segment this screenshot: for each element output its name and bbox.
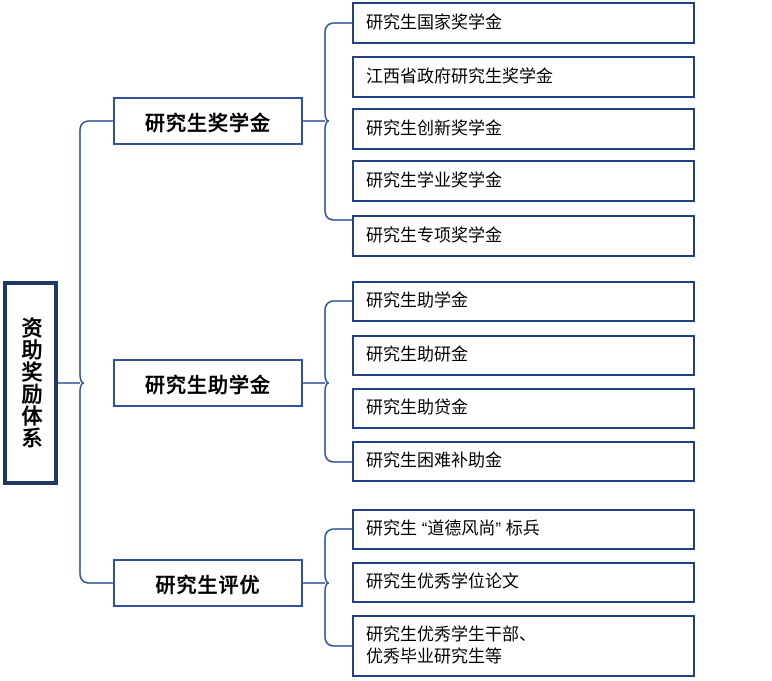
branch-1-bracket <box>324 22 352 221</box>
leaf-node-label: 研究生优秀学生干部、 优秀毕业研究生等 <box>366 624 536 666</box>
leaf-node-label: 研究生专项奖学金 <box>366 225 502 245</box>
leaf-node[interactable]: 研究生助贷金 <box>352 388 695 429</box>
leaf-node[interactable]: 研究生国家奖学金 <box>352 2 695 44</box>
leaf-node[interactable]: 研究生助学金 <box>352 281 695 322</box>
branch-node-honors[interactable]: 研究生评优 <box>113 559 303 607</box>
leaf-node[interactable]: 研究生创新奖学金 <box>352 108 695 150</box>
leaf-node-label: 研究生 “道德风尚” 标兵 <box>366 519 540 539</box>
leaf-node-label: 江西省政府研究生奖学金 <box>366 66 553 86</box>
leaf-node-label: 研究生困难补助金 <box>366 451 502 471</box>
leaf-node[interactable]: 研究生助研金 <box>352 335 695 376</box>
leaf-node[interactable]: 江西省政府研究生奖学金 <box>352 56 695 98</box>
root-node-label: 资助奖励体系 <box>19 317 42 449</box>
root-node[interactable]: 资助奖励体系 <box>3 281 58 485</box>
leaf-node[interactable]: 研究生专项奖学金 <box>352 215 695 257</box>
branch-node-label: 研究生评优 <box>155 574 261 597</box>
leaf-node-label: 研究生助学金 <box>366 291 468 311</box>
leaf-node[interactable]: 研究生优秀学位论文 <box>352 562 695 603</box>
leaf-node[interactable]: 研究生学业奖学金 <box>352 160 695 202</box>
leaf-node[interactable]: 研究生困难补助金 <box>352 441 695 482</box>
leaf-node-label: 研究生国家奖学金 <box>366 12 502 32</box>
branch-node-label: 研究生奖学金 <box>145 112 271 135</box>
branch-node-scholarship[interactable]: 研究生奖学金 <box>113 97 303 145</box>
leaf-node-label: 研究生助贷金 <box>366 398 468 418</box>
leaf-node-label: 研究生创新奖学金 <box>366 118 502 138</box>
main-bracket <box>79 120 113 584</box>
branch-3-bracket <box>324 528 352 647</box>
leaf-node[interactable]: 研究生优秀学生干部、 优秀毕业研究生等 <box>352 615 695 677</box>
leaf-node-label: 研究生学业奖学金 <box>366 170 502 190</box>
branch-node-grant[interactable]: 研究生助学金 <box>113 359 303 407</box>
branch-2-bracket <box>324 300 352 463</box>
leaf-node-label: 研究生助研金 <box>366 345 468 365</box>
leaf-node[interactable]: 研究生 “道德风尚” 标兵 <box>352 509 695 550</box>
branch-node-label: 研究生助学金 <box>145 374 271 397</box>
leaf-node-label: 研究生优秀学位论文 <box>366 572 519 592</box>
